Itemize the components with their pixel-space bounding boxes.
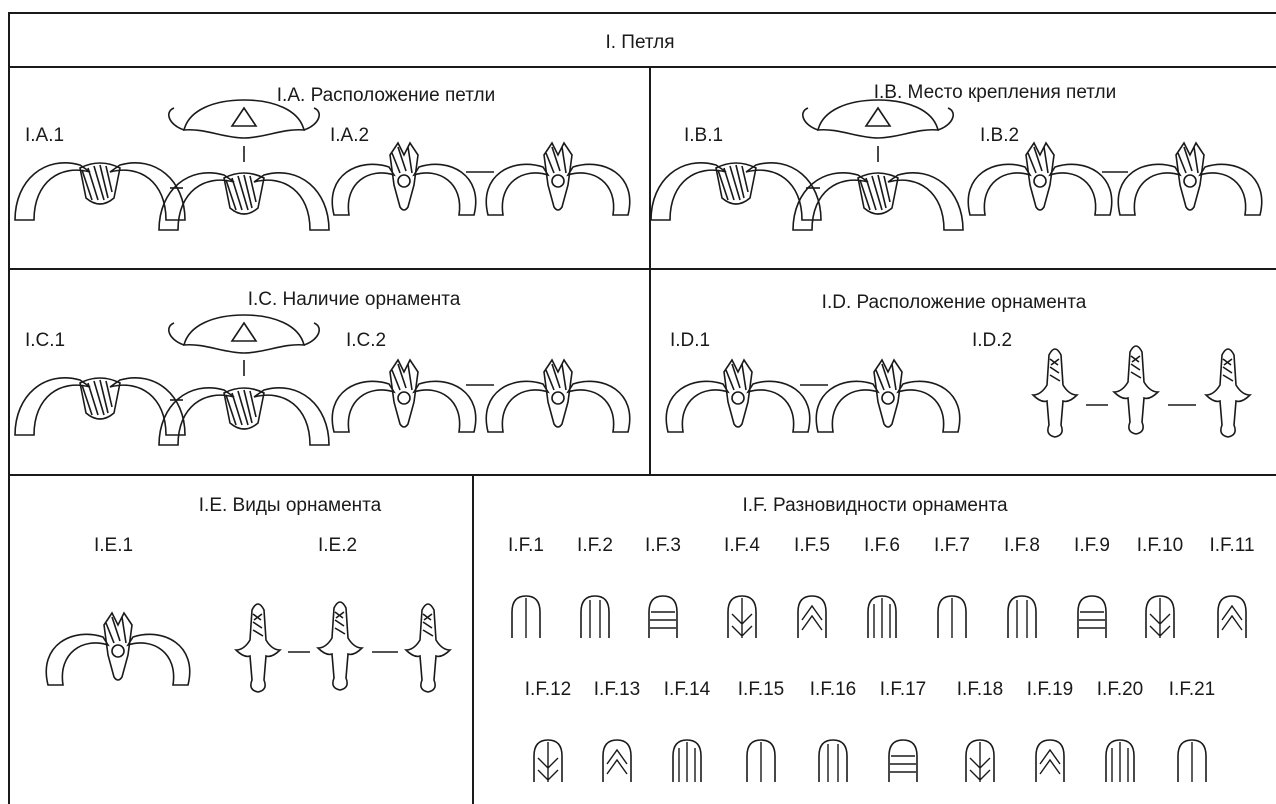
ornament-hatching xyxy=(650,612,676,628)
ornament-arch xyxy=(649,596,677,638)
ornament-hatching xyxy=(1150,598,1170,638)
ornament-arch xyxy=(1008,596,1036,638)
ornament-hatching xyxy=(1222,606,1242,630)
ornament-hatching xyxy=(538,742,558,782)
ornament-hatching xyxy=(607,750,627,774)
ornament-hatching xyxy=(1112,742,1128,782)
ornament-hatching xyxy=(890,756,916,772)
ornament-hatching xyxy=(874,598,890,638)
ornament-hatching xyxy=(1017,600,1027,638)
ornament-hatching xyxy=(802,606,822,630)
ornament-hatching xyxy=(1079,612,1105,628)
ornament-arch xyxy=(1078,596,1106,638)
ornament-hatching xyxy=(1040,750,1060,774)
ornament-arch xyxy=(819,740,847,782)
ornament-arch xyxy=(581,596,609,638)
ornament-hatching xyxy=(679,742,695,782)
ornament-hatching xyxy=(732,598,752,638)
ornament-hatching xyxy=(970,742,990,782)
ornament-hatching xyxy=(828,744,838,782)
ornament-hatching xyxy=(590,600,600,638)
ornament-arch xyxy=(889,740,917,782)
